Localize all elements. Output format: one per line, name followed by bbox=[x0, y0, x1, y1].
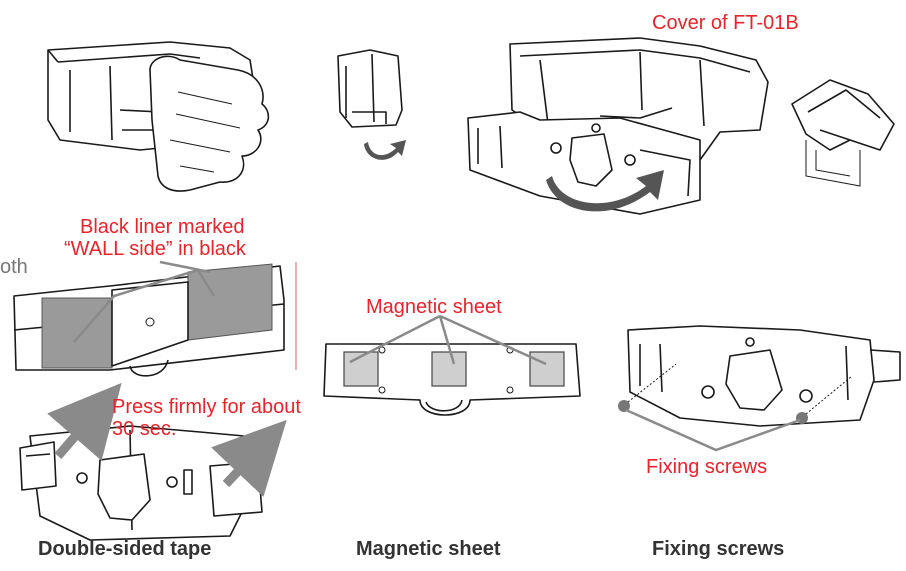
cropped-text-fragment: oth bbox=[0, 256, 28, 278]
caption-magnetic-sheet: Magnetic sheet bbox=[356, 538, 501, 560]
screws-callout-line bbox=[625, 408, 801, 452]
liner-callout-line bbox=[159, 260, 211, 274]
magnetic-sheet-plate bbox=[323, 343, 581, 416]
liner-label-line1: Black liner marked bbox=[80, 216, 245, 238]
magnetic-callout-line bbox=[349, 314, 547, 366]
up-arrow-icon bbox=[211, 419, 287, 497]
fixing-screws-label: Fixing screws bbox=[646, 456, 768, 478]
curved-arrow-icon bbox=[546, 170, 664, 212]
tape-strip-left bbox=[41, 297, 113, 369]
press-label-line2: 30 sec. bbox=[112, 418, 177, 440]
caption-double-sided-tape: Double-sided tape bbox=[38, 538, 212, 560]
ft01b-base bbox=[467, 111, 701, 215]
module-with-tape bbox=[13, 262, 297, 377]
detached-corner-piece bbox=[791, 79, 895, 187]
up-arrow-icon bbox=[47, 382, 122, 461]
cover-label: Cover of FT-01B bbox=[652, 12, 799, 34]
liner-callout-line bbox=[73, 268, 216, 343]
cover-corner-piece bbox=[337, 49, 403, 128]
curved-arrow-icon bbox=[364, 140, 406, 160]
magnet-pad-center bbox=[431, 351, 467, 387]
liner-label-line2: “WALL side” in black bbox=[64, 238, 246, 260]
screw-icon bbox=[618, 400, 630, 412]
base-with-screws bbox=[627, 325, 901, 427]
press-label-line1: Press firmly for about bbox=[112, 396, 301, 418]
magnetic-sheet-label: Magnetic sheet bbox=[366, 296, 502, 318]
hand-icon bbox=[149, 55, 270, 192]
caption-fixing-screws: Fixing screws bbox=[652, 538, 785, 560]
magnet-pad-right bbox=[529, 351, 565, 387]
